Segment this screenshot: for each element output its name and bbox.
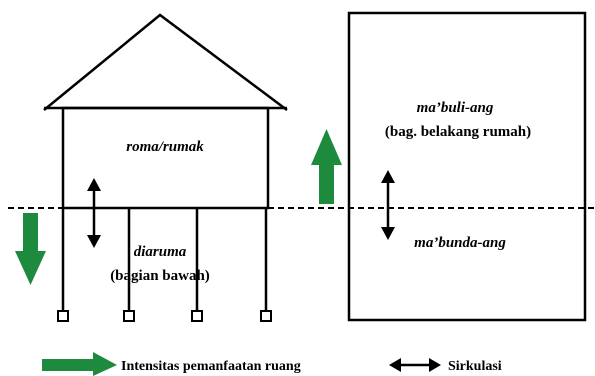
label-diaruma: diaruma: [134, 244, 187, 260]
house-body: [61, 106, 270, 210]
stilt-foot-4: [260, 310, 272, 322]
green-arrow-down: [15, 213, 46, 285]
stilt-foot-3: [191, 310, 203, 322]
label-roma-rumak: roma/rumak: [126, 139, 204, 155]
circulation-arrow-plan: [381, 170, 395, 240]
plan-rectangle: [347, 11, 587, 322]
house-roof: [43, 13, 288, 112]
circulation-arrow-house: [87, 178, 101, 248]
legend: Intensitas pemanfaatan ruang Sirkulasi: [42, 352, 502, 376]
legend-double-arrow-icon: [389, 358, 441, 372]
legend-green-arrow-icon: [42, 352, 117, 376]
stilt-foot-2: [123, 310, 135, 322]
label-bag-belakang-rumah: (bag. belakang rumah): [385, 124, 531, 140]
legend-intensitas-label: Intensitas pemanfaatan ruang: [121, 359, 301, 374]
green-arrow-up: [311, 129, 342, 204]
label-mabunda-ang: ma’bunda-ang: [414, 235, 506, 251]
legend-sirkulasi-label: Sirkulasi: [448, 359, 502, 374]
stilt-house: [43, 13, 288, 322]
label-mabuli-ang: ma’buli-ang: [417, 100, 494, 116]
stilt-foot-1: [57, 310, 69, 322]
label-bagian-bawah: (bagian bawah): [110, 268, 210, 284]
